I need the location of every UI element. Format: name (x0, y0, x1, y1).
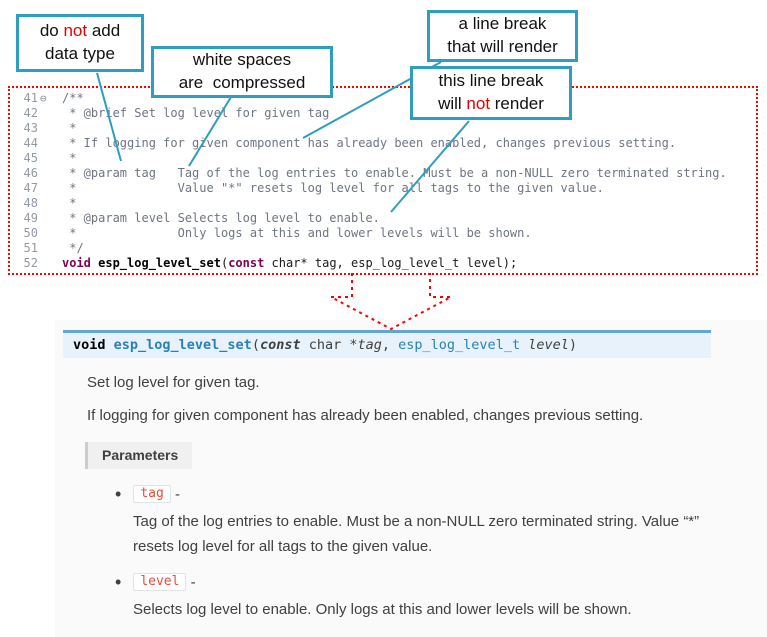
gutter-spacer (38, 106, 62, 121)
gutter-spacer (38, 136, 62, 151)
code-text: * (62, 151, 77, 165)
gutter-spacer (38, 256, 62, 271)
gutter-spacer (38, 181, 62, 196)
callout-text-emphasis: not (63, 21, 88, 41)
param-item-level: • level - Selects log level to enable. O… (55, 573, 767, 622)
param-head: • level - (115, 573, 767, 591)
keyword-const: const (228, 256, 265, 270)
code-line[interactable]: 47 * Value "*" resets log level for all … (10, 181, 756, 196)
code-text: * @brief Set log level for given tag (62, 106, 330, 120)
sig-keyword-const: const (259, 337, 301, 353)
docs-detail: If logging for given component has alrea… (87, 407, 644, 424)
callout-whitespace: white spaces are compressed (151, 46, 333, 98)
code-line[interactable]: 46 * @param tag Tag of the log entries t… (10, 166, 756, 181)
sig-function-name: esp_log_level_set (113, 337, 252, 353)
code-line[interactable]: 44 * If logging for given component has … (10, 136, 756, 151)
code-text: * @param level Selects log level to enab… (62, 211, 380, 225)
code-text: * Only logs at this and lower levels wil… (62, 226, 532, 240)
code-line[interactable]: 45 * (10, 151, 756, 166)
callout-line: data type (45, 44, 115, 63)
line-number: 42 (23, 106, 38, 120)
param-name-level: level (133, 573, 187, 591)
punctuation: ( (220, 256, 229, 270)
code-text: * If logging for given component has alr… (62, 136, 677, 150)
gutter-spacer (38, 151, 62, 166)
param-head: • tag - (115, 485, 767, 503)
code-text: * (62, 121, 77, 135)
code-line[interactable]: 50 * Only logs at this and lower levels … (10, 226, 756, 241)
function-name: esp_log_level_set (98, 256, 221, 270)
line-number: 50 (23, 226, 38, 240)
sig-arg-level: level (528, 337, 569, 353)
callout-no-datatype: do not add data type (16, 14, 144, 72)
sig-type-char: char * (300, 337, 358, 353)
gutter-spacer (38, 226, 62, 241)
gutter-spacer (38, 196, 62, 211)
sig-arg-tag: tag (357, 337, 382, 353)
callout-line: white spaces (192, 50, 292, 70)
bullet-icon: • (115, 484, 122, 504)
callout-line: a line break (458, 14, 547, 34)
callout-text-emphasis: not (466, 94, 491, 113)
param-name-tag: tag (133, 485, 171, 503)
code-line[interactable]: 49 * @param level Selects log level to e… (10, 211, 756, 226)
line-number: 51 (23, 241, 38, 255)
code-text: */ (62, 241, 84, 255)
line-number: 45 (23, 151, 38, 165)
sig-punctuation: , (381, 337, 399, 353)
callout-line: are compressed (178, 73, 306, 92)
sig-punctuation: ( (251, 337, 260, 353)
gutter-spacer (38, 166, 62, 181)
code-line[interactable]: 42 * @brief Set log level for given tag (10, 106, 756, 121)
code-line[interactable]: 41 ⊖ /** (10, 91, 756, 106)
callout-break-render: a line break that will render (427, 10, 578, 62)
code-line[interactable]: 48 * (10, 196, 756, 211)
param-desc-tag: Tag of the log entries to enable. Must b… (133, 513, 700, 555)
code-text: /** (62, 91, 84, 105)
keyword-void: void (62, 256, 99, 270)
line-number: 52 (23, 256, 38, 270)
callout-line: that will render (447, 37, 558, 56)
line-number: 44 (23, 136, 38, 150)
parameters-header: Parameters (85, 442, 193, 469)
code-text: * @param tag Tag of the log entries to e… (62, 166, 727, 180)
callout-text: render (490, 94, 544, 113)
param-desc-level: Selects log level to enable. Only logs a… (133, 601, 632, 618)
sig-punctuation: ) (568, 337, 577, 353)
declaration-args: char* tag, esp_log_level_t level); (264, 256, 518, 270)
callout-line: do not add (40, 20, 120, 43)
param-separator: - (170, 485, 180, 503)
bullet-icon: • (115, 572, 122, 592)
sig-type-link[interactable]: esp_log_level_t (398, 337, 529, 353)
line-number: 43 (23, 121, 38, 135)
gutter-spacer (38, 211, 62, 226)
callout-text: will (438, 94, 467, 113)
fold-collapse-icon[interactable]: ⊖ (40, 92, 47, 105)
function-signature: void esp_log_level_set(const char *tag, … (63, 330, 711, 358)
line-number: 49 (23, 211, 38, 225)
code-text: void esp_log_level_set(const char* tag, … (62, 256, 517, 271)
rendered-docs-panel: void esp_log_level_set(const char *tag, … (55, 320, 767, 637)
callout-line: this line break (438, 71, 544, 91)
param-separator: - (186, 573, 196, 591)
sig-keyword-void: void (73, 337, 114, 353)
param-item-tag: • tag - Tag of the log entries to enable… (55, 485, 767, 559)
line-number: 41 (23, 91, 38, 105)
gutter-spacer (38, 241, 62, 256)
line-number: 46 (23, 166, 38, 180)
code-line-function-declaration[interactable]: 52 void esp_log_level_set(const char* ta… (10, 256, 756, 271)
callout-break-norender: this line break will not render (410, 66, 572, 120)
docs-brief: Set log level for given tag. (87, 374, 260, 391)
code-text: * (62, 196, 77, 210)
callout-line: will not render (438, 93, 544, 116)
code-text: * Value "*" resets log level for all tag… (62, 181, 604, 195)
line-number: 47 (23, 181, 38, 195)
callout-text: do (39, 21, 64, 41)
code-editor: 41 ⊖ /** 42 * @brief Set log level for g… (8, 86, 758, 275)
gutter-spacer (38, 121, 62, 136)
callout-text: add (87, 21, 121, 41)
line-number: 48 (23, 196, 38, 210)
code-line[interactable]: 51 */ (10, 241, 756, 256)
code-line[interactable]: 43 * (10, 121, 756, 136)
